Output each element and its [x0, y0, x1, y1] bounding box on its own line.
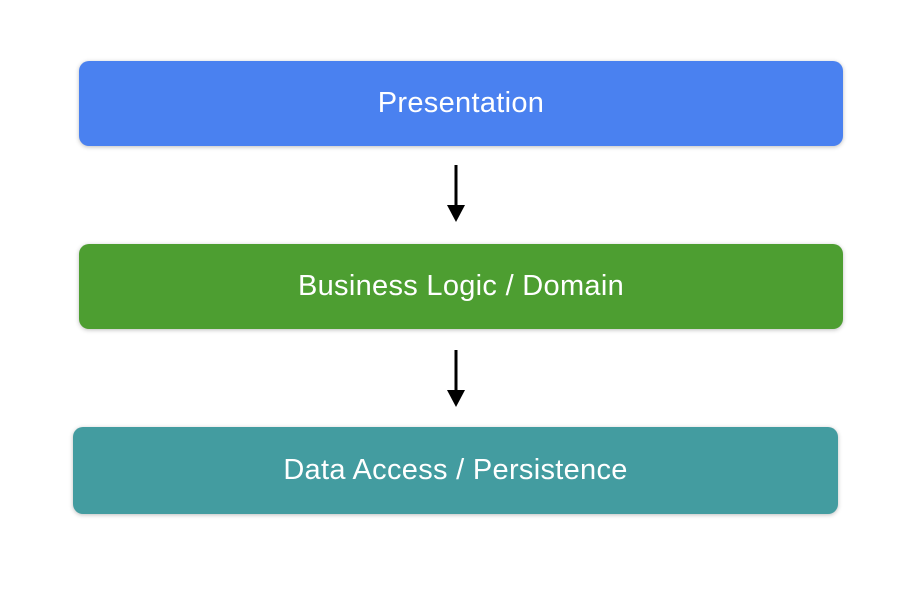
down-arrow-head — [447, 205, 465, 222]
down-arrow-head — [447, 390, 465, 407]
layer-label-data-access: Data Access / Persistence — [283, 454, 628, 486]
layer-box-presentation: Presentation — [79, 61, 843, 146]
layer-label-business-logic: Business Logic / Domain — [297, 270, 625, 302]
layer-box-business-logic: Business Logic / Domain — [79, 244, 843, 329]
down-arrow-icon — [447, 350, 465, 407]
layer-box-data-access: Data Access / Persistence — [73, 427, 838, 514]
down-arrow-icon — [447, 165, 465, 222]
layer-label-presentation: Presentation — [377, 87, 545, 119]
